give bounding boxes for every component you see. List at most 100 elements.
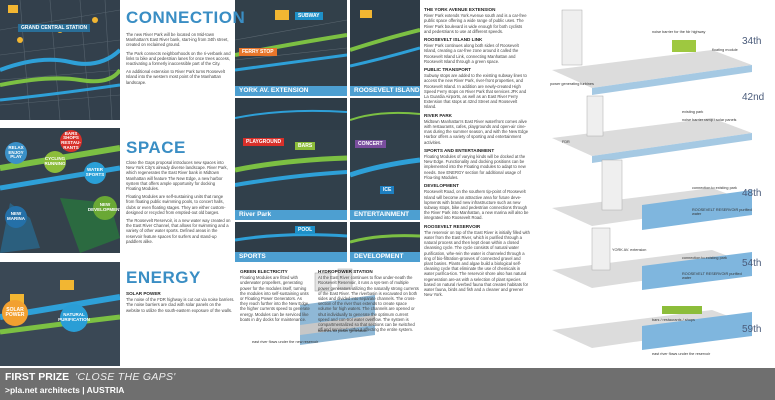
cycling-badge: CYCLING RUNNING — [44, 151, 66, 173]
entertainment-map: CONCERT ICE — [350, 130, 420, 210]
pool-label: POOL — [295, 226, 316, 234]
development-heading: DEVELOPMENT — [424, 183, 459, 189]
green-electricity-heading: GREEN ELECTRICITY — [240, 269, 288, 274]
connection-48-label: connection to existing park — [692, 186, 737, 190]
connection-map: GRAND CENTRAL STATION — [0, 0, 120, 120]
sports-strip: SPORTS — [235, 252, 347, 262]
hydropower-heading: HYDROPOWER STATION — [318, 269, 373, 274]
york-ave-label: YORK AV. extension — [612, 248, 647, 252]
sports-map-graphic — [235, 222, 347, 252]
flows-59-label: east river flows under the reservoir — [652, 352, 711, 356]
diagrams-graphic — [552, 9, 752, 350]
natural-purification-badge: NATURAL PURIFICATION — [58, 304, 90, 332]
noise-barrier-solar-label: noise barrier ramp / solar panels — [682, 118, 737, 122]
public-transport-heading: PUBLIC TRANSPORT — [424, 67, 471, 73]
subway-label: SUBWAY — [295, 12, 323, 20]
york-ext-map-graphic — [235, 0, 347, 86]
ice-label: ICE — [380, 186, 395, 194]
sports-heading: SPORTS AND ENTERTAINMENT — [424, 147, 495, 153]
new-development-badge: NEW DEVELOPMENT — [88, 196, 120, 220]
floor-59: 59th — [742, 324, 762, 335]
water-sports-badge: WATER SPORTS — [84, 162, 106, 184]
river-park-strip: River Park — [235, 210, 347, 220]
connection-title: CONNECTION — [126, 8, 246, 27]
connection-54-label: connection to existing park — [682, 256, 727, 260]
bars-badge: BARS SHOPS RESTAU-RANTS — [60, 130, 82, 152]
connection-p1: The new River Park will be located on Mi… — [126, 32, 229, 48]
floor-54: 54th — [742, 258, 762, 269]
energy-col1: SOLAR POWER The noise of the FDR highway… — [126, 288, 236, 316]
floor-42: 42nd — [742, 92, 765, 103]
green-electricity-text: Floating Modules are fitted with underwa… — [240, 275, 310, 322]
footer-bar: FIRST PRIZE 'CLOSE THE GAPS' >pla.net arc… — [0, 368, 775, 400]
solar-panel-icon — [10, 294, 24, 304]
development-strip: DEVELOPMENT — [350, 252, 420, 262]
space-p1: Close the Gaps proposal introduces new s… — [126, 160, 228, 192]
transport-map-1-graphic — [235, 98, 347, 130]
energy-col3: HYDROPOWER STATION At the East River con… — [318, 266, 420, 335]
connection-p3: An additional extension to River Park tu… — [126, 69, 225, 85]
solar-power-badge: SOLAR POWER — [2, 300, 28, 326]
ferry-stop-label: FERRY STOP — [239, 48, 277, 56]
reservoir-text: The reservoir on top of the East River i… — [424, 229, 530, 298]
floor-34: 34th — [742, 36, 762, 47]
connection-map-graphic — [0, 0, 120, 120]
development-text: Roosevelt Road, on the southern tip-poin… — [424, 189, 529, 221]
transport-map-2-graphic — [350, 98, 420, 130]
energy-col2: GREEN ELECTRICITY Floating Modules are f… — [240, 266, 310, 325]
development-map-graphic — [350, 222, 420, 252]
public-transport-text: Subway stops are added to the existing s… — [424, 73, 527, 110]
energy-title: ENERGY — [126, 268, 201, 287]
footer-title: FIRST PRIZE 'CLOSE THE GAPS' — [5, 371, 176, 383]
turbine-section-graphic — [300, 268, 375, 345]
river-park-text: Midtown Manhattan's East River waterfron… — [424, 118, 529, 145]
bars-59-label: bars / restaurants / shops — [652, 318, 695, 322]
reservoir-54-label: ROOSEVELT RESERVOIR purified water — [682, 272, 742, 281]
roosevelt-link-map-graphic — [350, 0, 420, 86]
bars-label: BARS — [295, 142, 316, 150]
space-p2: Floating Modules are self-sustaining uni… — [126, 194, 226, 215]
sports-text: Floating Modules of varying kinds will b… — [424, 154, 526, 180]
sports-map: POOL — [235, 222, 347, 252]
grand-central-label: GRAND CENTRAL STATION — [18, 24, 91, 32]
hydropower-text: At the East River continues to flow unde… — [318, 275, 419, 333]
entertainment-strip: ENTERTAINMENT — [350, 210, 420, 220]
floor-48: 48th — [742, 188, 762, 199]
york-ext-map: FERRY STOP SUBWAY — [235, 0, 347, 86]
reservoir-48-label: ROOSEVELT RESERVOIR purified water — [692, 208, 752, 217]
fdr-label-42: FDR — [562, 140, 570, 144]
existing-park-label: existing park — [682, 110, 704, 114]
york-ext-text: River Park extends York Avenue south and… — [424, 13, 527, 34]
transport-map-1 — [235, 98, 347, 130]
prize-label: FIRST PRIZE — [5, 371, 70, 383]
concert-label: CONCERT — [355, 140, 386, 148]
relax-badge: RELAX ENJOY PLAY — [5, 142, 27, 164]
roosevelt-link-map — [350, 0, 420, 86]
roosevelt-link-heading: ROOSEVELT ISLAND LINK — [424, 37, 483, 43]
power-turbines-label: power generating turbines — [550, 82, 594, 86]
firm-line: >pla.net architects | AUSTRIA — [5, 385, 125, 395]
project-name: 'CLOSE THE GAPS' — [75, 371, 176, 383]
york-ext-heading: THE YORK AVENUE EXTENSION — [424, 7, 496, 12]
energy-illustration: turbines for power generation — [300, 265, 375, 365]
space-body: Close the Gaps proposal introduces new s… — [126, 160, 231, 247]
reservoir-heading: ROOSEVELT RESERVOIR — [424, 223, 481, 229]
right-text-column: THE YORK AVENUE EXTENSION River Park ext… — [424, 4, 530, 366]
river-park-heading: RIVER PARK — [424, 112, 452, 118]
playground-label: PLAYGROUND — [243, 138, 285, 146]
roosevelt-link-strip: ROOSEVELT ISLAND LINK — [350, 86, 420, 96]
turbines-label: turbines for power generation — [318, 329, 368, 333]
east-river-flows-label: east river flows under the new reservoir — [252, 340, 319, 344]
river-park-map: PLAYGROUND BARS — [235, 130, 347, 210]
solar-power-heading: SOLAR POWER — [126, 291, 161, 296]
energy-map: SOLAR POWER NATURAL PURIFICATION — [0, 262, 120, 366]
development-map — [350, 222, 420, 252]
noise-barrier-label: noise barrier for the fdr highway — [652, 30, 706, 34]
solar-power-text: The noise of the FDR highway is cut out … — [126, 297, 235, 313]
connection-body: The new River Park will be located on Mi… — [126, 32, 231, 88]
space-map: RELAX ENJOY PLAY CYCLING RUNNING BARS SH… — [0, 128, 120, 253]
connection-p2: The Park connects neighborhoods on the r… — [126, 50, 231, 67]
roosevelt-link-text: River Park continues along both sides of… — [424, 43, 519, 64]
transport-map-2 — [350, 98, 420, 130]
diagrams-column: 34th 42nd 48th 54th 59th noise barrier f… — [532, 0, 775, 368]
